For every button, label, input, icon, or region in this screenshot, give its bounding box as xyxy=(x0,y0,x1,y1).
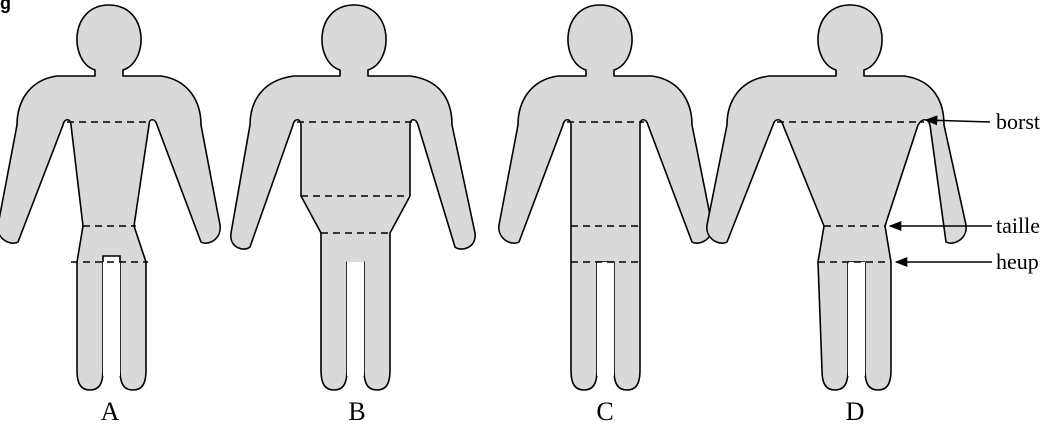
letter-b: B xyxy=(348,397,365,426)
leg-gap-fill-d xyxy=(848,262,865,376)
chest-callout: borst xyxy=(996,109,1040,134)
waist-callout: taille xyxy=(996,213,1040,238)
letter-d: D xyxy=(846,397,865,426)
figure-d: D xyxy=(707,5,966,426)
leg-gap-a xyxy=(103,256,120,376)
figure-a: A xyxy=(0,5,220,426)
silhouette-d xyxy=(707,5,966,390)
leg-gap-fill-b xyxy=(347,262,364,376)
leg-gap-fill-c xyxy=(597,262,614,376)
letter-c: C xyxy=(596,397,613,426)
letter-a: A xyxy=(101,397,120,426)
figure-label: g xyxy=(0,0,11,13)
figure-c: C xyxy=(499,5,712,426)
hip-callout: heup xyxy=(996,249,1039,274)
figure-b: B xyxy=(231,5,475,426)
